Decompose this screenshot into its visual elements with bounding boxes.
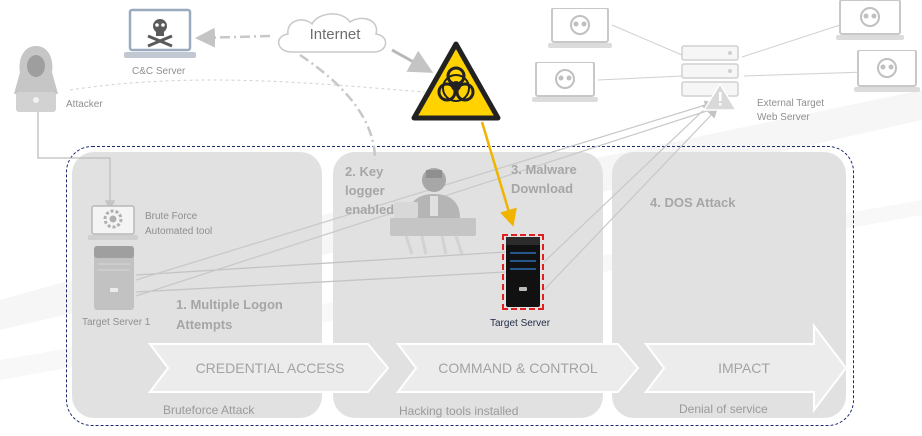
cc-server-laptop-icon	[124, 8, 196, 58]
step-4-label: 4. DOS Attack	[650, 195, 736, 210]
phase-credential-access-label: CREDENTIAL ACCESS	[195, 360, 345, 376]
phase-command-control-label: COMMAND & CONTROL	[438, 360, 598, 376]
target-server-label: Target Server	[490, 318, 551, 329]
tool-label-line1: Brute Force	[145, 211, 198, 222]
external-server-label-line1: External Target	[757, 98, 825, 109]
laptop-icon-3	[836, 0, 904, 40]
internet-cloud-icon	[278, 13, 387, 53]
hooded-attacker-icon	[14, 46, 58, 112]
step-3-line1: 3. Malware	[511, 162, 577, 177]
target-server-1-label: Target Server 1	[82, 317, 151, 328]
attack-scope-boundary	[66, 146, 854, 426]
cc-server-label: C&C Server	[132, 66, 186, 77]
phase-credential-access-footer: Bruteforce Attack	[163, 403, 255, 417]
step-2-line1: 2. Key	[345, 164, 384, 179]
laptop-icon-2	[532, 62, 598, 102]
step-3-line2: Download	[511, 181, 574, 196]
phase-impact-label: IMPACT	[718, 360, 770, 376]
target-server-1-icon	[94, 246, 134, 310]
laptop-icon-1	[548, 8, 612, 48]
step-2-line3: enabled	[345, 202, 395, 217]
external-server-label-line2: Web Server	[757, 112, 810, 123]
step-1-line1: 1. Multiple Logon	[176, 297, 283, 312]
brute-force-tool-icon	[88, 205, 138, 240]
target-server-highlight	[502, 234, 544, 310]
target-server-icon	[506, 237, 540, 307]
attacker-label: Attacker	[66, 99, 103, 110]
laptop-icon-4	[854, 50, 920, 92]
step-1-line2: Attempts	[176, 317, 233, 332]
phase-command-control-footer: Hacking tools installed	[399, 404, 519, 418]
step-2-line2: logger	[345, 183, 385, 198]
tool-label-line2: Automated tool	[145, 226, 213, 237]
external-web-server-icon	[681, 45, 739, 111]
keylogger-user-icon	[390, 168, 476, 255]
internet-label: Internet	[309, 26, 361, 43]
phase-impact-footer: Denial of service	[679, 402, 768, 416]
biohazard-warning-icon	[411, 41, 501, 121]
